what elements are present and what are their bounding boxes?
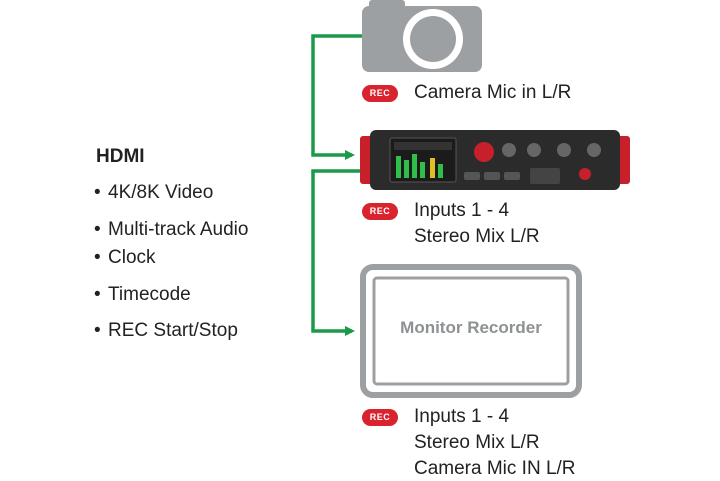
rec-badge: REC	[362, 85, 398, 102]
camera-caption: Camera Mic in L/R	[414, 82, 572, 103]
arrow-recorder-to-monitor	[311, 169, 362, 336]
monitor-caption-line: Inputs 1 - 4	[414, 406, 510, 427]
feature-item: •Clock	[94, 247, 156, 268]
recorder-caption-line: Inputs 1 - 4	[414, 200, 510, 221]
monitor-recorder-icon	[360, 264, 582, 398]
feature-item: •Multi-track Audio	[94, 219, 249, 240]
audio-recorder-icon	[360, 130, 630, 190]
camera-icon	[362, 0, 482, 72]
feature-item: •4K/8K Video	[94, 182, 214, 203]
arrow-camera-to-recorder	[311, 34, 362, 160]
rec-badge: REC	[362, 409, 398, 426]
recorder-caption-line: Stereo Mix L/R	[414, 226, 540, 247]
feature-item: •Timecode	[94, 284, 191, 305]
feature-item: •REC Start/Stop	[94, 320, 238, 341]
monitor-caption-line: Camera Mic IN L/R	[414, 458, 576, 479]
monitor-recorder-label: Monitor Recorder	[400, 318, 542, 337]
rec-badge: REC	[362, 203, 398, 220]
monitor-caption-line: Stereo Mix L/R	[414, 432, 540, 453]
hdmi-title: HDMI	[96, 146, 145, 167]
